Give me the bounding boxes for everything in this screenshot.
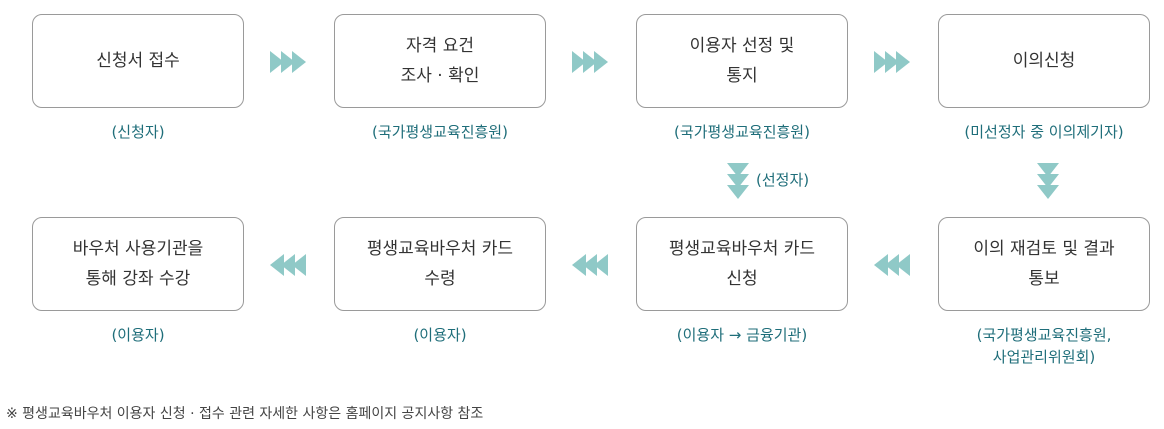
step-review-result: 이의 재검토 및 결과 통보 xyxy=(938,217,1150,311)
arrow-down-icon xyxy=(727,163,749,199)
step-label: 평생교육바우처 카드 신청 xyxy=(668,239,816,289)
step-card-application: 평생교육바우처 카드 신청 xyxy=(636,217,848,311)
step-label: 신청서 접수 xyxy=(96,51,180,71)
arrow-left-icon xyxy=(572,254,608,276)
step-actor: (국가평생교육진흥원) xyxy=(372,123,508,141)
step-label: 이의신청 xyxy=(1012,51,1076,71)
step-actor: (이용자) xyxy=(413,326,467,344)
step-objection: 이의신청 xyxy=(938,14,1150,108)
step-actor: (국가평생교육진흥원) xyxy=(674,123,810,141)
footnote: ※ 평생교육바우처 이용자 신청 · 접수 관련 자세한 사항은 홈페이지 공지… xyxy=(6,406,484,422)
step-eligibility-check: 자격 요건 조사 · 확인 xyxy=(334,14,546,108)
arrow-left-icon xyxy=(270,254,306,276)
step-label: 자격 요건 조사 · 확인 xyxy=(400,36,480,86)
step-selection-notice: 이용자 선정 및 통지 xyxy=(636,14,848,108)
step-label: 바우처 사용기관을 통해 강좌 수강 xyxy=(72,239,204,289)
step-label: 이의 재검토 및 결과 통보 xyxy=(973,239,1115,289)
step-actor: (미선정자 중 이의제기자) xyxy=(964,123,1124,141)
arrow-down-icon xyxy=(1037,163,1059,199)
arrow-right-icon xyxy=(270,51,306,73)
step-label: 평생교육바우처 카드 수령 xyxy=(366,239,514,289)
step-actor: (신청자) xyxy=(111,123,165,141)
step-actor: (국가평생교육진흥원, 사업관리위원회) xyxy=(976,326,1112,366)
arrow-left-icon xyxy=(874,254,910,276)
step-label: 이용자 선정 및 통지 xyxy=(689,36,795,86)
step-actor: (이용자 → 금융기관) xyxy=(676,326,808,344)
step-application-receipt: 신청서 접수 xyxy=(32,14,244,108)
down-arrow-label: (선정자) xyxy=(756,171,810,189)
step-actor: (이용자) xyxy=(111,326,165,344)
step-card-receipt: 평생교육바우처 카드 수령 xyxy=(334,217,546,311)
arrow-right-icon xyxy=(874,51,910,73)
arrow-right-icon xyxy=(572,51,608,73)
step-take-course: 바우처 사용기관을 통해 강좌 수강 xyxy=(32,217,244,311)
